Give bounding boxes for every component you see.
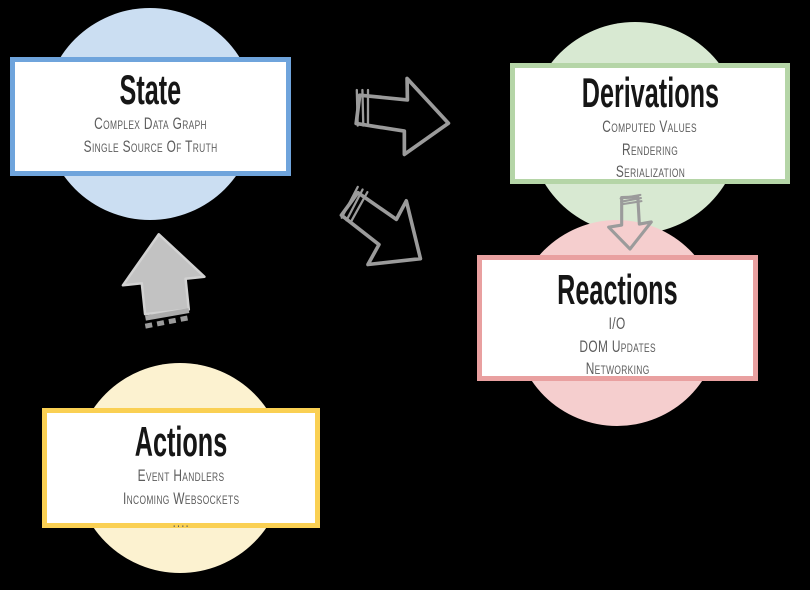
derivations-box: Derivations Computed Values Rendering Se… xyxy=(510,63,790,184)
actions-title: Actions xyxy=(134,418,228,465)
state-subtitle-line: Complex Data Graph xyxy=(94,114,207,134)
actions-subtitle-line: Incoming Websockets xyxy=(122,488,240,508)
actions-box: Actions Event Handlers Incoming Websocke… xyxy=(42,408,320,531)
actions-ellipsis: .... xyxy=(172,514,190,532)
state-box: State Complex Data Graph Single Source O… xyxy=(10,57,291,176)
reactions-title: Reactions xyxy=(557,266,678,313)
derivations-subtitle-line: Computed Values xyxy=(602,117,698,137)
reactions-subtitle-line: DOM Updates xyxy=(579,336,656,356)
reactions-box: Reactions I/O DOM Updates Networking xyxy=(477,255,758,381)
derivations-subtitle-line: Rendering xyxy=(621,139,679,159)
derivations-subtitle-line: Serialization xyxy=(615,162,685,182)
state-subtitle-line: Single Source Of Truth xyxy=(83,136,218,156)
state-to-derivations-arrow-icon xyxy=(354,76,451,157)
state-to-reactions-arrow-icon xyxy=(339,185,423,267)
reactions-subtitle-line: Networking xyxy=(585,359,650,379)
derivations-title: Derivations xyxy=(581,69,719,116)
reactions-subtitle-line: I/O xyxy=(609,314,626,334)
actions-subtitle-line: Event Handlers xyxy=(137,466,225,486)
actions-to-state-arrow-icon xyxy=(121,233,206,329)
state-title: State xyxy=(119,66,182,113)
